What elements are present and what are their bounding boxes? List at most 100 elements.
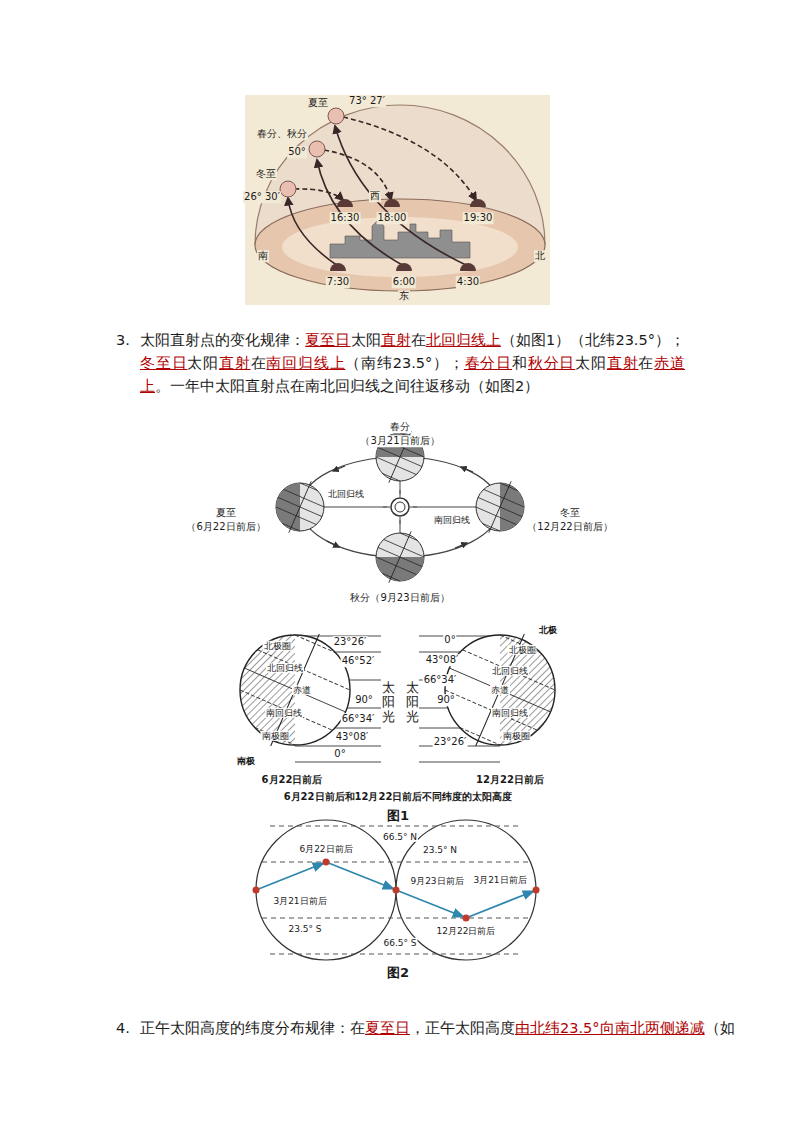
figure-stroke	[455, 543, 467, 548]
sun-path-label: 18:00	[377, 212, 408, 224]
figure-label: 12月22日前后	[436, 926, 497, 936]
figure-label: 0°	[333, 748, 346, 760]
figure-label: 北极	[538, 625, 558, 635]
figure-stroke	[410, 507, 476, 508]
figure-stroke	[533, 887, 540, 894]
figure-stroke	[253, 859, 540, 922]
paragraph-text: 太阳	[575, 355, 607, 371]
figure-label: 66.5° S	[382, 938, 417, 948]
figure-stroke	[389, 531, 411, 582]
figure-label: 23°26′	[433, 736, 468, 748]
figure-stroke	[262, 862, 530, 863]
vertical-label: 太阳光	[406, 681, 419, 724]
figure-stroke	[256, 820, 396, 960]
figure-stroke	[294, 189, 343, 200]
figure-stroke	[270, 954, 522, 955]
figure-label: 南回归线	[265, 708, 303, 718]
figure-stroke	[333, 466, 345, 471]
sun-path-label: 东	[398, 290, 410, 302]
figure-stroke	[343, 117, 476, 200]
figure-stroke	[262, 826, 530, 954]
figure-label: 66.5° N	[382, 832, 418, 842]
figure-stroke	[323, 859, 330, 866]
figure-stroke	[280, 108, 344, 197]
figure-number: 图1	[386, 809, 410, 824]
sun-path-label: 73° 27′	[348, 95, 386, 107]
figure-stroke	[400, 490, 401, 494]
figure-stroke	[295, 746, 381, 747]
figure-stroke	[280, 181, 296, 197]
figure-stroke	[245, 95, 550, 305]
figure-label: 北极圈	[508, 645, 537, 655]
figure-stroke	[326, 862, 394, 889]
figure-stroke	[245, 668, 346, 712]
figure-stroke	[240, 635, 350, 745]
figure-stroke	[335, 652, 381, 653]
figure-stroke	[467, 472, 533, 542]
figure-stroke	[425, 612, 575, 768]
caption: 6月22日前后和12月22日前后不同纬度的太阳高度	[283, 791, 514, 803]
figure-stroke	[255, 199, 545, 291]
sun-path-label: 春分、秋分	[256, 128, 308, 140]
figure-label: 90°	[436, 694, 456, 706]
figure-label: 南极圈	[502, 731, 531, 741]
figure-label: 北回归线	[327, 489, 365, 499]
paragraph-text: 太阳	[351, 332, 381, 348]
key-term: 由北纬23.5°向南北两侧递减	[515, 1020, 705, 1036]
direct-point-figure	[253, 820, 540, 960]
figure-label: 23.5° S	[287, 924, 322, 934]
earth-globe	[267, 472, 333, 542]
paragraph-text: 太阳直射点的变化规律：	[140, 332, 305, 348]
caption: 6月22日前后	[261, 774, 324, 786]
figure-label: 23.5° N	[422, 845, 458, 855]
figure-label: 90°	[354, 694, 374, 706]
figure-label: 秋分（9月23日前后）	[349, 592, 450, 604]
figure-stroke	[463, 915, 470, 922]
caption: 12月22日前后	[475, 774, 545, 786]
figure-label: 43°08′	[335, 731, 370, 743]
figure-stroke	[288, 198, 338, 266]
key-term: 南回归线上	[266, 355, 345, 371]
earth-globe	[467, 472, 533, 542]
figure-stroke	[255, 728, 295, 745]
figure-stroke	[466, 891, 534, 918]
key-term: 直射	[607, 355, 639, 371]
figure-stroke	[396, 890, 464, 917]
paragraph-text: 在	[638, 355, 654, 371]
figure-stroke	[419, 708, 448, 709]
key-term: 北回归线上	[426, 332, 501, 348]
figure-stroke	[383, 507, 387, 508]
figure-stroke	[289, 481, 311, 532]
paragraph-text: 。一年中太阳直射点在南北回归线之间往返移动（如图2）	[155, 378, 539, 394]
figure-label: 南极	[236, 756, 256, 766]
figure-label: 赤道	[490, 685, 510, 695]
key-term: 直射	[219, 355, 251, 371]
figure-stroke	[220, 612, 370, 768]
vertical-label: 太阳光	[382, 681, 395, 724]
figure-stroke	[384, 199, 400, 207]
figure-stroke	[256, 862, 534, 918]
list-number: 3.	[115, 332, 131, 349]
figure-label: 南极圈	[261, 731, 290, 741]
key-term: 秋分日	[528, 355, 575, 371]
figure-stroke	[383, 490, 417, 524]
sun-path-label: 26° 30′	[243, 191, 281, 203]
figure-label: 北回归线	[266, 663, 304, 673]
figure-stroke	[335, 728, 381, 729]
figure-label: （6月22日前后）	[185, 521, 266, 533]
figure-label: 北极圈	[263, 641, 292, 651]
figure-stroke	[470, 199, 486, 207]
figure-label: 北回归线	[491, 666, 529, 676]
figure-stroke	[309, 141, 325, 157]
figure-stroke	[240, 635, 350, 745]
figure-stroke	[500, 483, 524, 531]
figure-stroke	[489, 481, 511, 532]
figure-stroke	[256, 863, 324, 890]
figure-stroke	[461, 467, 473, 472]
key-term: 夏至日	[305, 332, 350, 348]
figure-stroke	[328, 108, 344, 124]
figure-label: 66°34′	[423, 674, 458, 686]
paragraph-text: （如	[705, 1020, 735, 1036]
